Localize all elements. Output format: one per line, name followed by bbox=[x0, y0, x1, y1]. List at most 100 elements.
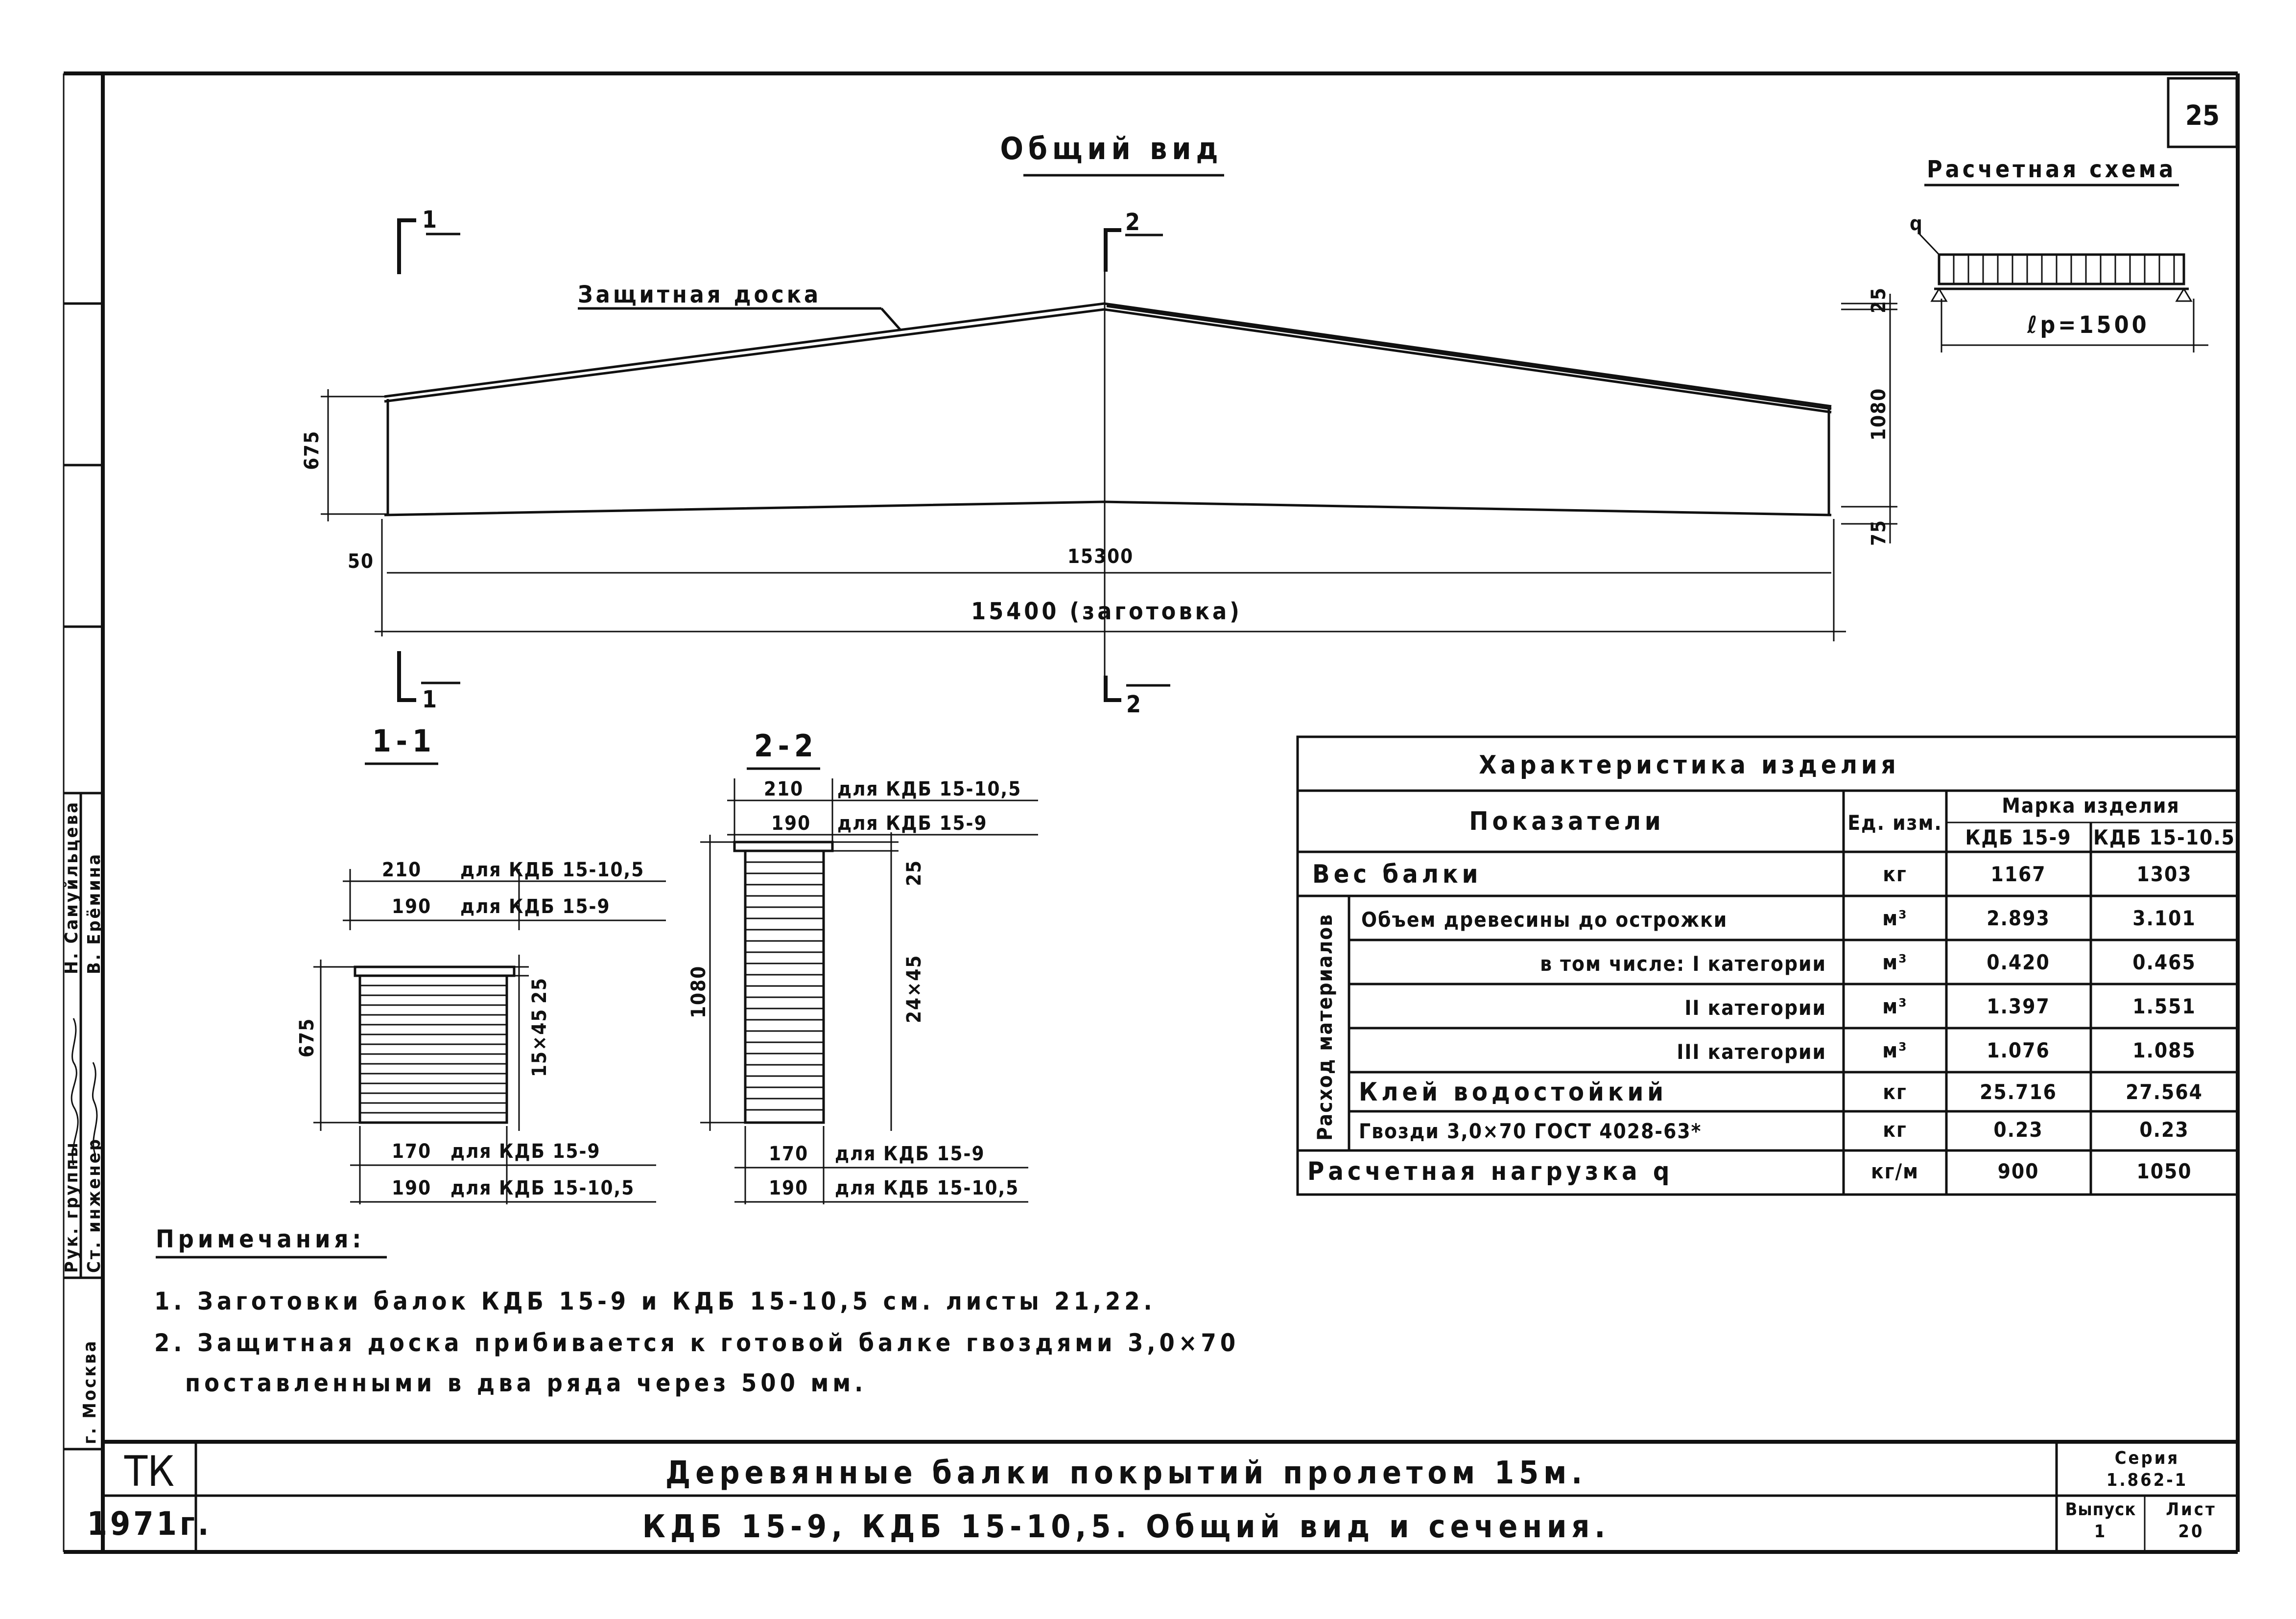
s2-bot1-label: для КДБ 15-9 bbox=[835, 1143, 985, 1165]
side-city: г. Москва bbox=[80, 1339, 100, 1444]
col-brand: Марка изделия bbox=[2002, 794, 2179, 818]
section-1-title: 1-1 bbox=[372, 723, 436, 759]
brand-1: КДБ 15-9 bbox=[1965, 825, 2071, 849]
spec-table-title: Характеристика изделия bbox=[1479, 751, 1899, 780]
general-view-title: Общий вид bbox=[1000, 131, 1223, 166]
dim-top-offset: 25 bbox=[1868, 287, 1890, 313]
row-label: Гвозди 3,0×70 ГОСТ 4028-63* bbox=[1359, 1119, 1702, 1143]
signature-2 bbox=[92, 1062, 98, 1156]
notes-title: Примечания: bbox=[156, 1225, 365, 1253]
sheet-number-box: 25 bbox=[2167, 77, 2238, 148]
side-name-2: В. Ерёмина bbox=[84, 852, 104, 974]
series-value: 1.862-1 bbox=[2107, 1470, 2188, 1490]
title-block: ТК 1971г. Деревянные балки покрытий прол… bbox=[87, 1440, 2238, 1552]
sheet-value: 20 bbox=[2178, 1522, 2204, 1542]
table-row: Расчетная нагрузка q кг/м 900 1050 bbox=[1307, 1157, 2192, 1186]
org-code: ТК bbox=[124, 1447, 174, 1496]
s2-top2-value: 190 bbox=[771, 812, 811, 835]
table-row: III категории м³ 1.076 1.085 bbox=[1677, 1038, 2196, 1064]
group-label: Расход материалов bbox=[1313, 914, 1337, 1141]
table-row: Объем древесины до острожки м³ 2.893 3.1… bbox=[1361, 906, 2196, 932]
sheet-number: 25 bbox=[2185, 100, 2220, 132]
row-v2: 3.101 bbox=[2132, 906, 2196, 930]
s2-layers: 24×45 bbox=[903, 955, 925, 1023]
s2-bot2-label: для КДБ 15-10,5 bbox=[835, 1177, 1019, 1199]
row-v2: 1.085 bbox=[2132, 1038, 2196, 1062]
s1-top1-value: 210 bbox=[382, 859, 422, 881]
row-v1: 2.893 bbox=[1987, 906, 2050, 930]
dim-edge-offset: 50 bbox=[348, 550, 374, 573]
notes: Примечания: 1. Заготовки балок КДБ 15-9 … bbox=[154, 1225, 1239, 1397]
row-unit: кг bbox=[1883, 1118, 1907, 1142]
s2-bot2-value: 190 bbox=[769, 1177, 808, 1199]
row-label: Клей водостойкий bbox=[1359, 1078, 1667, 1107]
s1-layers: 15×45 bbox=[528, 1009, 551, 1077]
section-2-title: 2-2 bbox=[754, 728, 818, 764]
row-v1: 1167 bbox=[1990, 862, 2046, 886]
s1-board-offset: 25 bbox=[528, 977, 551, 1004]
row-label: Объем древесины до острожки bbox=[1361, 908, 1728, 932]
row-v1: 0.420 bbox=[1987, 950, 2050, 974]
protective-board-label: Защитная доска bbox=[578, 281, 821, 308]
row-unit: м³ bbox=[1882, 906, 1907, 930]
note-1: 1. Заготовки балок КДБ 15-9 и КДБ 15-10,… bbox=[154, 1287, 1156, 1315]
row-unit: кг bbox=[1883, 862, 1907, 886]
row-unit: кг bbox=[1883, 1080, 1907, 1104]
s1-height: 675 bbox=[296, 1018, 318, 1057]
row-unit: кг/м bbox=[1871, 1159, 1919, 1183]
s1-bot1-value: 170 bbox=[392, 1140, 431, 1163]
dim-span: 50 15300 15400 (заготовка) bbox=[348, 519, 1846, 641]
side-role-1: Рук. группы bbox=[62, 1141, 82, 1273]
sheet-frame bbox=[63, 71, 2240, 1554]
dim-blank-length: 15400 (заготовка) bbox=[971, 598, 1242, 625]
spec-table: Характеристика изделия Показатели Ед. из… bbox=[1296, 735, 2239, 1196]
note-2: 2. Защитная доска прибивается к готовой … bbox=[154, 1329, 1239, 1357]
issue-label: Выпуск bbox=[2065, 1500, 2136, 1520]
row-v2: 27.564 bbox=[2126, 1080, 2203, 1104]
s2-top2-label: для КДБ 15-9 bbox=[837, 812, 988, 835]
load-ticks bbox=[1953, 255, 2175, 284]
table-row: Вес балки кг 1167 1303 bbox=[1312, 860, 2191, 889]
general-view: Общий вид 1 2 Защитная доска 675 bbox=[301, 131, 1897, 718]
dim-h-center: 1080 bbox=[1868, 388, 1890, 441]
section-mark-2-bottom: 2 bbox=[1126, 691, 1144, 718]
s1-bot1-label: для КДБ 15-9 bbox=[450, 1140, 601, 1163]
row-v2: 0.465 bbox=[2132, 950, 2196, 974]
col-unit: Ед. изм. bbox=[1847, 811, 1942, 835]
section-mark-2-top: 2 bbox=[1125, 209, 1143, 236]
row-v2: 1.551 bbox=[2132, 994, 2196, 1018]
row-unit: м³ bbox=[1882, 994, 1907, 1018]
row-v2: 0.23 bbox=[2139, 1118, 2189, 1142]
table-row: Клей водостойкий кг 25.716 27.564 bbox=[1359, 1078, 2203, 1107]
calc-scheme: Расчетная схема q ℓp=1500 bbox=[1910, 156, 2208, 352]
table-row: II категории м³ 1.397 1.551 bbox=[1684, 994, 2196, 1020]
table-row: в том числе: I категории м³ 0.420 0.465 bbox=[1540, 950, 2196, 976]
row-label: Расчетная нагрузка q bbox=[1307, 1157, 1673, 1186]
dim-bottom-offset: 75 bbox=[1868, 519, 1890, 546]
s2-lamellas bbox=[745, 861, 824, 1111]
s2-board-offset: 25 bbox=[903, 860, 925, 886]
section-mark-1-bottom: 1 bbox=[422, 686, 440, 713]
note-3: поставленными в два ряда через 500 мм. bbox=[185, 1369, 867, 1397]
row-v2: 1050 bbox=[2136, 1159, 2192, 1183]
section-mark-1-top: 1 bbox=[422, 206, 440, 234]
dim-h-left: 675 bbox=[301, 430, 323, 470]
row-label: Вес балки bbox=[1312, 860, 1482, 889]
row-v1: 1.076 bbox=[1987, 1038, 2050, 1062]
row-v1: 25.716 bbox=[1980, 1080, 2057, 1104]
row-v1: 0.23 bbox=[1993, 1118, 2043, 1142]
dim-left-height: 675 bbox=[301, 389, 387, 521]
table-row: Гвозди 3,0×70 ГОСТ 4028-63* кг 0.23 0.23 bbox=[1359, 1118, 2189, 1143]
s2-top1-value: 210 bbox=[764, 778, 804, 800]
row-unit: м³ bbox=[1882, 950, 1907, 974]
s1-top2-value: 190 bbox=[392, 895, 431, 918]
side-role-2: Ст. инженер bbox=[84, 1137, 104, 1273]
row-label: II категории bbox=[1684, 996, 1826, 1020]
sheet-label: Лист bbox=[2166, 1500, 2217, 1520]
brand-2: КДБ 15-10.5 bbox=[2093, 825, 2235, 849]
s1-top2-label: для КДБ 15-9 bbox=[460, 895, 611, 918]
issue-value: 1 bbox=[2094, 1522, 2107, 1542]
col-indicators: Показатели bbox=[1469, 807, 1664, 836]
row-v1: 1.397 bbox=[1987, 994, 2050, 1018]
